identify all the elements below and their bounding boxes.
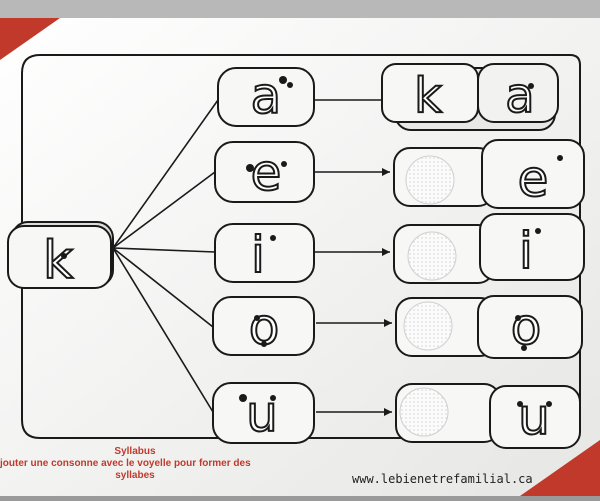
velcro-slot-o[interactable] xyxy=(395,297,497,357)
consonant-letter: k xyxy=(43,231,73,291)
velcro-slot-u[interactable] xyxy=(395,383,501,443)
vowel-letter-e: e xyxy=(251,144,282,202)
vowel-card-o[interactable]: o xyxy=(212,296,315,357)
connector-lines xyxy=(112,99,392,413)
footer-line-1: jouter une consonne avec le voyelle pour… xyxy=(0,458,251,469)
placed-vowel-card-o[interactable]: o xyxy=(477,295,583,359)
vowel-card-e[interactable]: e xyxy=(214,141,315,203)
placed-vowel-card-u[interactable]: u xyxy=(489,385,581,449)
vowel-card-a[interactable]: a xyxy=(217,66,315,127)
red-corner-top-left xyxy=(0,18,60,60)
vowel-letter-o: o xyxy=(249,298,280,356)
placed-vowel-letter-u: u xyxy=(518,388,550,446)
placed-vowel-letter-i: i xyxy=(519,222,533,280)
red-corner-bottom-right xyxy=(520,440,600,496)
placed-vowel-card-i[interactable]: i xyxy=(479,213,585,281)
placed-vowel-letter-a: a xyxy=(505,68,534,124)
footer-line-2: syllabes xyxy=(115,470,155,481)
vowel-card-u[interactable]: u xyxy=(212,382,315,444)
vowel-letter-i: i xyxy=(251,226,265,284)
placed-vowel-letter-e: e xyxy=(518,150,549,208)
vowel-card-i[interactable]: i xyxy=(214,223,315,285)
website-url: www.lebienetrefamilial.ca xyxy=(352,472,533,486)
placed-vowel-card-e[interactable]: e xyxy=(481,139,585,209)
velcro-slot-i[interactable] xyxy=(393,224,495,284)
vowel-letter-u: u xyxy=(246,385,278,443)
vowel-letter-a: a xyxy=(251,67,282,125)
velcro-slot-e[interactable] xyxy=(393,147,495,207)
outer-frame xyxy=(21,54,581,439)
arrow-heads xyxy=(382,168,392,416)
consonant-card[interactable]: k xyxy=(7,221,114,292)
footer-title: Syllabus xyxy=(114,446,156,457)
footer-caption: Syllabus jouter une consonne avec le voy… xyxy=(0,446,270,482)
syllable-ka-cards[interactable]: k a xyxy=(381,63,559,131)
placed-consonant-letter: k xyxy=(414,68,442,124)
